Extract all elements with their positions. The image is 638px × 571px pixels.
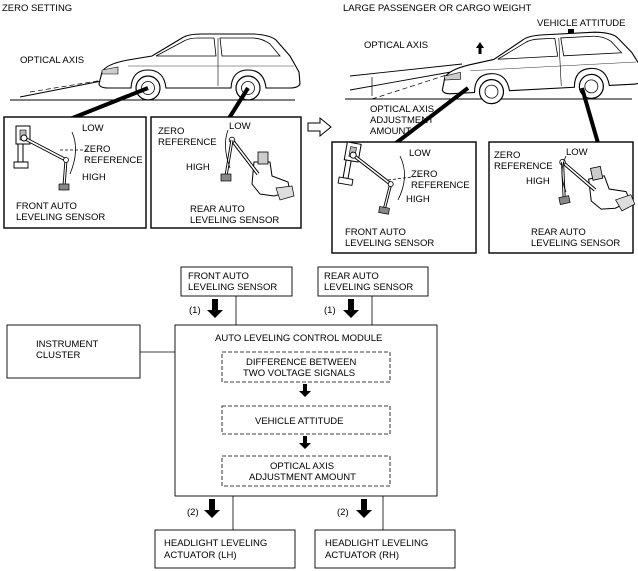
optical-axis-right-label: OPTICAL AXIS: [364, 40, 428, 51]
panel-load-front-sensor: [331, 139, 477, 254]
signal-arrow-rear: [343, 299, 359, 318]
step-vehicle-attitude: [221, 405, 391, 435]
instrument-cluster-label-2: CLUSTER: [36, 350, 80, 361]
zero-front-name-1: FRONT AUTO: [16, 201, 77, 212]
angle-arc-zero-rear: [225, 129, 231, 169]
zero-setting-title: ZERO SETTING: [2, 3, 72, 14]
instrument-cluster-box: [6, 324, 141, 379]
signal-2-label-right: (2): [337, 507, 349, 518]
front-sensor-label-1: FRONT AUTO: [188, 271, 249, 282]
panel-load-rear-sensor: [488, 141, 638, 254]
output-arrow-rh: [356, 499, 372, 518]
zero-rear-name-1: REAR AUTO: [190, 204, 245, 215]
transition-arrow: [307, 116, 332, 138]
zero-front-high: HIGH: [82, 172, 106, 183]
rear-sensor-label-1: REAR AUTO: [324, 271, 379, 282]
load-rear-name-1: REAR AUTO: [531, 227, 586, 238]
actuator-lh-label-2: ACTUATOR (LH): [164, 550, 236, 561]
zero-setting-car: [98, 33, 301, 101]
signal-2-label-left: (2): [187, 507, 199, 518]
zero-front-name-2: LEVELING SENSOR: [16, 212, 105, 223]
angle-arc-zero-front: [69, 131, 76, 175]
adjustment-amount-label-1: OPTICAL AXIS: [370, 104, 434, 115]
leader-load-front: [394, 86, 470, 145]
load-rear-high: HIGH: [526, 176, 550, 187]
load-front-ref-2: REFERENCE: [411, 180, 470, 191]
load-front-ref-1: ZERO: [411, 169, 437, 180]
load-up-arrow: [476, 42, 484, 54]
step-adjustment-amount: [221, 455, 391, 487]
step-adjustment-amount-label-2: ADJUSTMENT AMOUNT: [249, 472, 356, 483]
control-module-title: AUTO LEVELING CONTROL MODULE: [215, 333, 382, 344]
actuator-lh-label-1: HEADLIGHT LEVELING: [164, 538, 267, 549]
zero-setting-car-illustration: [10, 33, 301, 125]
flow-diagram: [6, 266, 456, 569]
output-arrow-lh: [204, 499, 220, 518]
signal-1-label-right: (1): [324, 305, 336, 316]
step-voltage-difference: [221, 351, 391, 383]
signal-1-label-left: (1): [189, 305, 201, 316]
step-voltage-difference-label-2: TWO VOLTAGE SIGNALS: [243, 368, 355, 379]
zero-ref-line-load-front: [387, 175, 421, 181]
front-sensor-box: [180, 266, 293, 297]
optical-axis-right-line: [349, 63, 463, 77]
load-front-high: HIGH: [406, 194, 430, 205]
zero-rear-low: LOW: [229, 121, 251, 132]
loaded-car-illustration: [345, 29, 638, 145]
loaded-car: [439, 29, 638, 107]
zero-rear-high: HIGH: [186, 162, 210, 173]
optical-axis-left-label: OPTICAL AXIS: [20, 55, 84, 66]
load-rear-name-2: LEVELING SENSOR: [531, 238, 620, 249]
zero-front-ref-1: ZERO: [84, 144, 110, 155]
load-rear-ref-2: REFERENCE: [494, 161, 553, 172]
rear-sensor-box: [317, 266, 429, 297]
actuator-rh-box: [314, 529, 456, 569]
zero-rear-ref-2: REFERENCE: [158, 137, 217, 148]
zero-front-low: LOW: [82, 123, 104, 134]
zero-rear-ref-1: ZERO: [158, 126, 184, 137]
actuator-rh-label-1: HEADLIGHT LEVELING: [325, 538, 428, 549]
step-arrow-2: [299, 436, 311, 449]
load-rear-low: LOW: [566, 147, 588, 158]
zero-front-ref-2: REFERENCE: [84, 155, 143, 166]
step-vehicle-attitude-label: VEHICLE ATTITUDE: [255, 416, 344, 427]
load-front-name-1: FRONT AUTO: [345, 227, 406, 238]
adjustment-amount-label-2: ADJUSTMENT: [370, 115, 434, 126]
actuator-rh-label-2: ACTUATOR (RH): [325, 550, 399, 561]
instrument-cluster-label-1: INSTRUMENT: [36, 339, 98, 350]
step-adjustment-amount-label-1: OPTICAL AXIS: [270, 461, 334, 472]
adjustment-amount-label-3: AMOUNT: [370, 126, 411, 137]
signal-arrow-front: [207, 299, 223, 318]
angle-arc-load-front: [397, 155, 405, 201]
step-arrow-1: [299, 384, 311, 397]
step-voltage-difference-label-1: DIFFERENCE BETWEEN: [246, 357, 356, 368]
zero-rear-name-2: LEVELING SENSOR: [190, 215, 279, 226]
angle-arc-load-rear: [561, 155, 567, 193]
rear-sensor-label-2: LEVELING SENSOR: [324, 282, 413, 293]
load-rear-ref-1: ZERO: [494, 150, 520, 161]
vehicle-attitude-label: VEHICLE ATTITUDE: [537, 18, 626, 29]
loaded-title: LARGE PASSENGER OR CARGO WEIGHT: [343, 3, 531, 14]
optical-axis-right-lower: [349, 69, 463, 91]
panel-zero-front-sensor: [3, 116, 147, 229]
load-front-low: LOW: [409, 148, 431, 159]
panel-zero-rear-sensor: [150, 116, 302, 229]
front-sensor-label-2: LEVELING SENSOR: [188, 282, 277, 293]
leader-load-rear: [580, 87, 600, 144]
actuator-lh-box: [154, 529, 296, 569]
load-front-name-2: LEVELING SENSOR: [345, 238, 434, 249]
